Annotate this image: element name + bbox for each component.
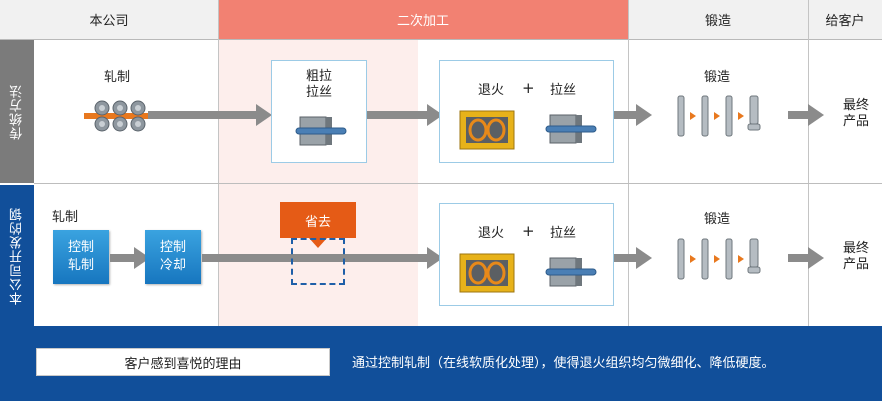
omitted-badge-tail (309, 238, 327, 248)
rolling-mill-icon (84, 100, 156, 132)
rough-drawing-box: 粗拉 拉丝 (271, 60, 367, 163)
omitted-label: 省去 (304, 214, 331, 230)
column-divider (628, 0, 629, 326)
row2-forging-label: 锻造 (704, 212, 731, 227)
controlled-rolling-line2: 轧制 (67, 258, 94, 273)
controlled-rolling-box: 控制 轧制 (53, 230, 109, 284)
side-label-conventional-text: 传统方法 (9, 83, 25, 140)
row1-final-product: 最终 产品 (836, 98, 876, 130)
final-product-line2: 产品 (842, 114, 869, 129)
annealing-label: 退火 (478, 226, 505, 241)
omitted-badge: 省去 (280, 202, 356, 238)
final-product-line1: 最终 (842, 98, 869, 113)
header-company: 本公司 (0, 0, 218, 40)
header-secondary-processing-label: 二次加工 (396, 14, 449, 29)
column-divider (808, 0, 809, 326)
rough-drawing-label-line1: 粗拉 (305, 69, 332, 84)
flow-arrow-line (788, 254, 810, 262)
plus-sign: + (522, 79, 535, 97)
flow-arrow-head (256, 104, 272, 126)
annealing-label: 退火 (478, 83, 505, 98)
wire-drawing-die-icon (545, 257, 597, 287)
row2-rolling-label: 轧制 (52, 210, 79, 225)
header-customer: 给客户 (808, 0, 882, 40)
row-divider (34, 183, 882, 184)
flow-arrow-line (788, 111, 810, 119)
reason-label-box: 客户感到喜悦的理由 (36, 348, 330, 376)
side-label-conventional: 传统方法 (0, 40, 34, 183)
flow-arrow-line (148, 111, 258, 119)
wire-drawing-die-icon (545, 114, 597, 144)
omitted-step-placeholder (291, 238, 345, 285)
annealing-furnace-icon (459, 253, 515, 293)
flow-arrow-line (202, 254, 430, 262)
controlled-cooling-box: 控制 冷却 (145, 230, 201, 284)
side-label-developed-steel-text: 本公司开发的钢 (9, 206, 25, 305)
side-label-developed-steel: 本公司开发的钢 (0, 185, 34, 326)
wire-drawing-die-icon (295, 116, 347, 146)
controlled-cooling-line1: 控制 (159, 240, 186, 255)
rough-drawing-label-line2: 拉丝 (305, 85, 332, 100)
forging-stages-icon (677, 238, 761, 280)
flow-arrow-line (367, 111, 429, 119)
final-product-line1: 最终 (842, 241, 869, 256)
header-customer-label: 给客户 (825, 14, 865, 29)
header-secondary-processing: 二次加工 (218, 0, 628, 40)
row1-forging-label: 锻造 (704, 70, 731, 85)
flow-arrow-head (808, 247, 824, 269)
header-company-label: 本公司 (89, 14, 129, 29)
forging-stages-icon (677, 95, 761, 137)
annealing-furnace-icon (459, 110, 515, 150)
flow-arrow-head (636, 104, 652, 126)
reason-label: 客户感到喜悦的理由 (124, 356, 242, 372)
annealing-drawing-box-row1: 退火 + 拉丝 (439, 60, 614, 163)
flow-arrow-line (614, 254, 638, 262)
final-product-line2: 产品 (842, 257, 869, 272)
flow-arrow-line (110, 254, 136, 262)
reason-text: 通过控制轧制（在线软质化处理），使得退火组织均匀微细化、降低硬度。 (352, 356, 775, 371)
header-forging: 锻造 (628, 0, 808, 40)
plus-sign: + (522, 222, 535, 240)
drawing-label: 拉丝 (550, 83, 577, 98)
controlled-rolling-line1: 控制 (67, 240, 94, 255)
controlled-cooling-line2: 冷却 (159, 258, 186, 273)
annealing-drawing-box-row2: 退火 + 拉丝 (439, 203, 614, 306)
row1-rolling-label: 轧制 (104, 70, 131, 85)
column-divider (218, 0, 219, 326)
header-forging-label: 锻造 (704, 14, 731, 29)
rough-drawing-label: 粗拉 拉丝 (272, 69, 366, 101)
row2-final-product: 最终 产品 (836, 241, 876, 273)
flow-arrow-head (808, 104, 824, 126)
flow-arrow-line (614, 111, 638, 119)
flow-arrow-head (636, 247, 652, 269)
drawing-label: 拉丝 (550, 226, 577, 241)
